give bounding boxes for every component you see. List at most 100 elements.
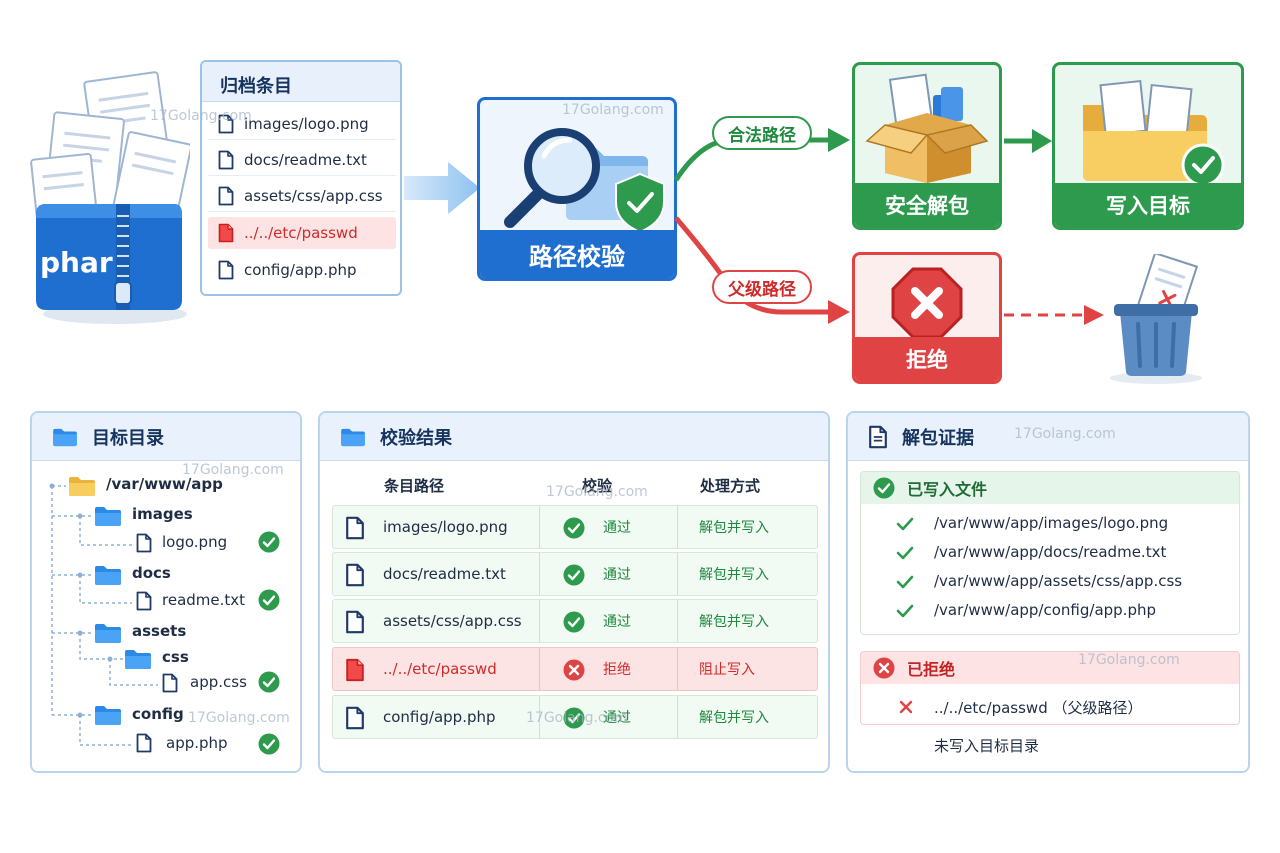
write-target-label: 写入目标 [1055,183,1241,227]
table-row-rejected: ../../etc/passwd 拒绝 阻止写入 [332,647,818,691]
tick-icon [896,604,914,618]
cross-icon [898,699,914,715]
tree-root: /var/www/app [106,475,223,493]
file-icon [136,591,152,611]
written-file: /var/www/app/assets/css/app.css [934,572,1183,590]
tick-icon [896,575,914,589]
check-icon [563,517,585,539]
target-directory-panel: 目标目录 /var/www/app images logo.png docs r… [30,411,302,773]
watermark: 17Golang.com [1078,652,1180,668]
phar-archive: phar [20,68,190,328]
row-action: 解包并写入 [699,614,769,630]
tree-file-readme: readme.txt [162,591,246,609]
row-path: images/logo.png [383,518,508,536]
row-path: config/app.php [383,708,496,726]
tree-file-logo: logo.png [162,533,228,551]
entry-path: docs/readme.txt [244,150,367,169]
parent-path-pill: 父级路径 [712,270,812,304]
table-row: config/app.php 通过 解包并写入 [332,695,818,739]
rejected-box: 已拒绝 [860,651,1240,725]
x-icon [563,659,585,681]
file-icon [136,533,152,553]
open-box-icon [865,73,989,183]
entries-panel-header [202,62,400,102]
safe-unpack-label: 安全解包 [855,183,999,227]
validation-results-panel: 校验结果 条目路径 校验 处理方式 images/logo.png 通过 解包并… [318,411,830,773]
entry-row: images/logo.png [208,108,396,140]
tick-icon [896,546,914,560]
entry-path: config/app.php [244,261,357,279]
written-file: /var/www/app/config/app.php [934,601,1156,619]
document-icon [868,425,888,449]
file-icon [218,150,234,170]
flow-arrow-icon [404,162,480,214]
entry-row: assets/css/app.css [208,180,396,212]
stop-sign-icon [891,267,963,339]
archive-entries-panel: 归档条目 images/logo.png docs/readme.txt ass… [200,60,402,296]
check-icon [258,671,280,693]
written-files-box: 已写入文件 [860,471,1240,635]
entry-path: images/logo.png [244,114,369,133]
magnifier-shield-icon [504,128,665,230]
validation-results-title: 校验结果 [380,427,452,449]
folder-icon [94,505,122,527]
file-icon [345,610,365,634]
row-check: 通过 [603,710,631,726]
legal-path-pill: 合法路径 [712,116,812,150]
unpack-evidence-panel: 解包证据 已写入文件 /var/www/app/images/logo.png … [846,411,1250,773]
safe-unpack-box: 安全解包 [852,62,1002,230]
malicious-file-icon [218,223,234,243]
row-action: 阻止写入 [699,662,755,678]
tick-icon [896,517,914,531]
watermark: 17Golang.com [526,710,628,726]
tree-file-appphp: app.php [166,734,228,752]
col-action-header: 处理方式 [700,477,761,495]
write-target-box: 写入目标 [1052,62,1244,230]
row-check: 通过 [603,567,631,583]
folder-icon [124,648,152,670]
path-validation-box: 路径校验 [477,97,677,281]
entries-panel-title: 归档条目 [220,76,292,97]
reject-box: 拒绝 [852,252,1002,384]
check-icon [258,589,280,611]
green-arrow-icon [1004,129,1052,153]
watermark: 17Golang.com [150,108,252,124]
check-icon [873,477,895,499]
rejected-file: ../../etc/passwd （父级路径） [934,699,1143,717]
row-check: 拒绝 [603,662,631,678]
row-action: 解包并写入 [699,567,769,583]
rejected-header: 已拒绝 [861,652,1239,684]
check-icon [258,733,280,755]
row-path: assets/css/app.css [383,612,522,630]
file-icon [345,706,365,730]
file-icon [162,673,178,693]
tree-file-appcss: app.css [190,673,247,691]
file-icon [136,733,152,753]
table-row: images/logo.png 通过 解包并写入 [332,505,818,549]
tree-folder-css: css [162,648,189,666]
written-files-title: 已写入文件 [907,480,988,499]
check-icon [563,564,585,586]
trash-can-icon [1110,254,1202,384]
phar-label: phar [40,246,113,279]
table-row: assets/css/app.css 通过 解包并写入 [332,599,818,643]
file-icon [218,186,234,206]
col-check-header: 校验 [582,477,613,495]
check-icon [258,531,280,553]
folder-check-icon [1083,79,1225,187]
check-icon [563,611,585,633]
entry-path: assets/css/app.css [244,186,383,205]
root-folder-icon [68,475,96,497]
watermark: 17Golang.com [188,710,290,726]
folder-icon [94,622,122,644]
table-row: docs/readme.txt 通过 解包并写入 [332,552,818,596]
row-path: docs/readme.txt [383,565,506,583]
entry-row-malicious: ../../etc/passwd [208,217,396,249]
file-icon [345,563,365,587]
entry-path: ../../etc/passwd [244,224,358,242]
row-check: 通过 [603,614,631,630]
row-path: ../../etc/passwd [383,660,497,678]
path-validation-label: 路径校验 [480,230,674,278]
tree-connectors [49,483,158,746]
reject-label: 拒绝 [855,337,999,381]
